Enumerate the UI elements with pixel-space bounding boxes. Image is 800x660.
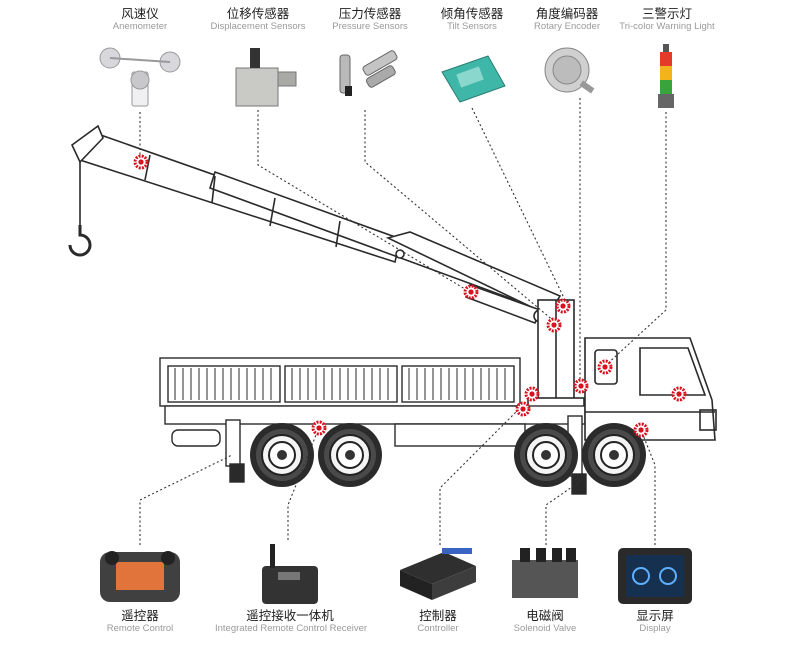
marker-displacement <box>463 284 479 300</box>
label-display: 显示屏 Display <box>585 608 725 635</box>
label-warning-light: 三警示灯 Tri-color Warning Light <box>597 6 737 33</box>
label-remote-control: 遥控器 Remote Control <box>70 608 210 635</box>
leader-lines <box>139 98 667 545</box>
label-en: Anemometer <box>112 21 168 32</box>
label-cn: 遥控接收一体机 <box>246 608 334 623</box>
cargo-bed <box>159 357 587 495</box>
label-en: Rotary Encoder <box>533 21 600 32</box>
anemometer-icon <box>99 47 181 107</box>
sensor-markers <box>133 154 687 438</box>
label-cn: 风速仪 <box>121 6 159 21</box>
marker-pressure <box>546 317 562 333</box>
label-en: Solenoid Valve <box>513 623 577 634</box>
label-integrated-receiver: 遥控接收一体机 Integrated Remote Control Receiv… <box>215 608 368 635</box>
marker-controller <box>524 386 540 402</box>
label-en: Tri-color Warning Light <box>619 21 715 32</box>
label-en: Tilt Sensors <box>447 21 497 32</box>
crane-boom <box>68 124 562 325</box>
marker-display <box>671 386 687 402</box>
label-cn: 电磁阀 <box>526 608 564 623</box>
marker-anemometer <box>133 154 149 170</box>
label-anemometer: 风速仪 Anemometer <box>70 6 210 33</box>
warning-light-icon <box>658 44 674 108</box>
tilt-sensor-icon <box>441 55 506 103</box>
label-cn: 控制器 <box>419 608 457 623</box>
label-en: Integrated Remote Control Receiver <box>215 623 368 634</box>
rotary-encoder-icon <box>544 47 595 94</box>
label-cn: 角度编码器 <box>535 6 599 21</box>
label-solenoid-valve: 电磁阀 Solenoid Valve <box>475 608 615 635</box>
label-cn: 显示屏 <box>636 608 674 623</box>
label-cn: 位移传感器 <box>226 6 290 21</box>
marker-solenoid <box>515 401 531 417</box>
label-en: Display <box>639 623 671 634</box>
remote-control-icon <box>100 551 180 602</box>
controller-icon <box>400 548 476 600</box>
label-en: Displacement Sensors <box>210 21 306 32</box>
label-en: Pressure Sensors <box>332 21 408 32</box>
marker-receiver <box>311 420 327 436</box>
label-en: Controller <box>417 623 459 634</box>
label-rotary-encoder: 角度编码器 Rotary Encoder <box>497 6 637 33</box>
solenoid-valve-icon <box>512 548 578 598</box>
marker-encoder <box>573 378 589 394</box>
marker-warning-light <box>597 359 613 375</box>
receiver-icon <box>262 544 318 604</box>
label-cn: 三警示灯 <box>641 6 692 21</box>
marker-cab-low <box>633 422 649 438</box>
displacement-sensor-icon <box>235 48 297 107</box>
label-pressure-sensors: 压力传感器 Pressure Sensors <box>300 6 440 33</box>
label-tilt-sensors: 倾角传感器 Tilt Sensors <box>402 6 542 33</box>
label-displacement-sensors: 位移传感器 Displacement Sensors <box>188 6 328 33</box>
label-cn: 压力传感器 <box>338 6 402 21</box>
label-controller: 控制器 Controller <box>368 608 508 635</box>
label-en: Remote Control <box>106 623 174 634</box>
label-cn: 遥控器 <box>121 608 159 623</box>
label-cn: 倾角传感器 <box>440 6 504 21</box>
pressure-sensors-icon <box>339 50 398 96</box>
marker-tilt <box>555 298 571 314</box>
truck-cab <box>584 337 717 441</box>
display-icon <box>618 548 692 604</box>
